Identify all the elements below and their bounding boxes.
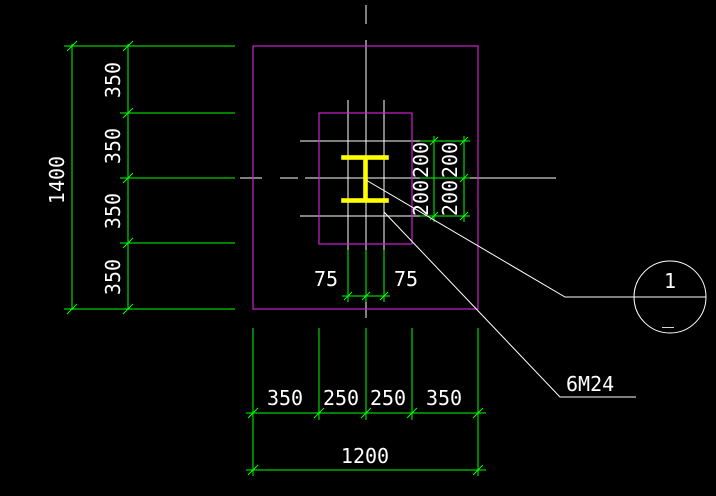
dimension-lines bbox=[64, 40, 486, 476]
section-leader bbox=[365, 179, 634, 298]
foundation-outline bbox=[252, 45, 479, 310]
tick bbox=[122, 237, 134, 249]
leader-lines bbox=[365, 179, 707, 398]
bottom-dim-1: 350 bbox=[267, 386, 303, 410]
left-dim-4: 350 bbox=[101, 259, 125, 295]
base-plate-outline bbox=[318, 112, 413, 245]
tick bbox=[66, 40, 78, 52]
annotations: 6M24 1 _ bbox=[566, 269, 676, 396]
left-dim-2: 350 bbox=[101, 128, 125, 164]
tick bbox=[379, 291, 389, 301]
bolt-dim-x-right: 75 bbox=[394, 267, 418, 291]
bolt-dim-y-bottom-outer: 200 bbox=[409, 142, 433, 178]
bolt-dim-y-bottom: 200 bbox=[438, 180, 462, 216]
tick bbox=[247, 464, 259, 476]
outlines bbox=[252, 45, 479, 310]
bolt-dim-x-left: 75 bbox=[314, 267, 338, 291]
bottom-dim-4: 350 bbox=[426, 386, 462, 410]
section-sub: _ bbox=[662, 304, 675, 328]
tick bbox=[247, 407, 259, 419]
tick bbox=[459, 211, 469, 221]
tick bbox=[472, 407, 484, 419]
tick bbox=[122, 40, 134, 52]
bolt-dim-y-top: 200 bbox=[438, 142, 462, 178]
bottom-dim-2: 250 bbox=[323, 386, 359, 410]
bolt-dim-y-top-outer: 200 bbox=[409, 180, 433, 216]
column-web bbox=[363, 158, 368, 200]
left-dim-3: 350 bbox=[101, 193, 125, 229]
tick bbox=[66, 303, 78, 315]
tick bbox=[429, 136, 439, 146]
section-number: 1 bbox=[664, 269, 676, 293]
tick bbox=[472, 464, 484, 476]
left-dim-1: 350 bbox=[101, 62, 125, 98]
bolt-leader bbox=[383, 211, 636, 398]
dimension-labels: 350 350 350 350 1400 350 250 250 350 120… bbox=[45, 62, 462, 468]
anchor-bolt-label: 6M24 bbox=[566, 372, 614, 396]
bottom-dim-total: 1200 bbox=[341, 444, 389, 468]
tick bbox=[122, 107, 134, 119]
tick bbox=[122, 172, 134, 184]
left-dim-total: 1400 bbox=[45, 156, 69, 204]
tick bbox=[406, 407, 418, 419]
tick bbox=[459, 173, 469, 183]
tick bbox=[313, 407, 325, 419]
tick bbox=[459, 136, 469, 146]
tick bbox=[361, 291, 371, 301]
bottom-dim-3: 250 bbox=[370, 386, 406, 410]
column-section bbox=[341, 155, 389, 203]
tick bbox=[122, 303, 134, 315]
tick bbox=[343, 291, 353, 301]
tick bbox=[360, 407, 372, 419]
